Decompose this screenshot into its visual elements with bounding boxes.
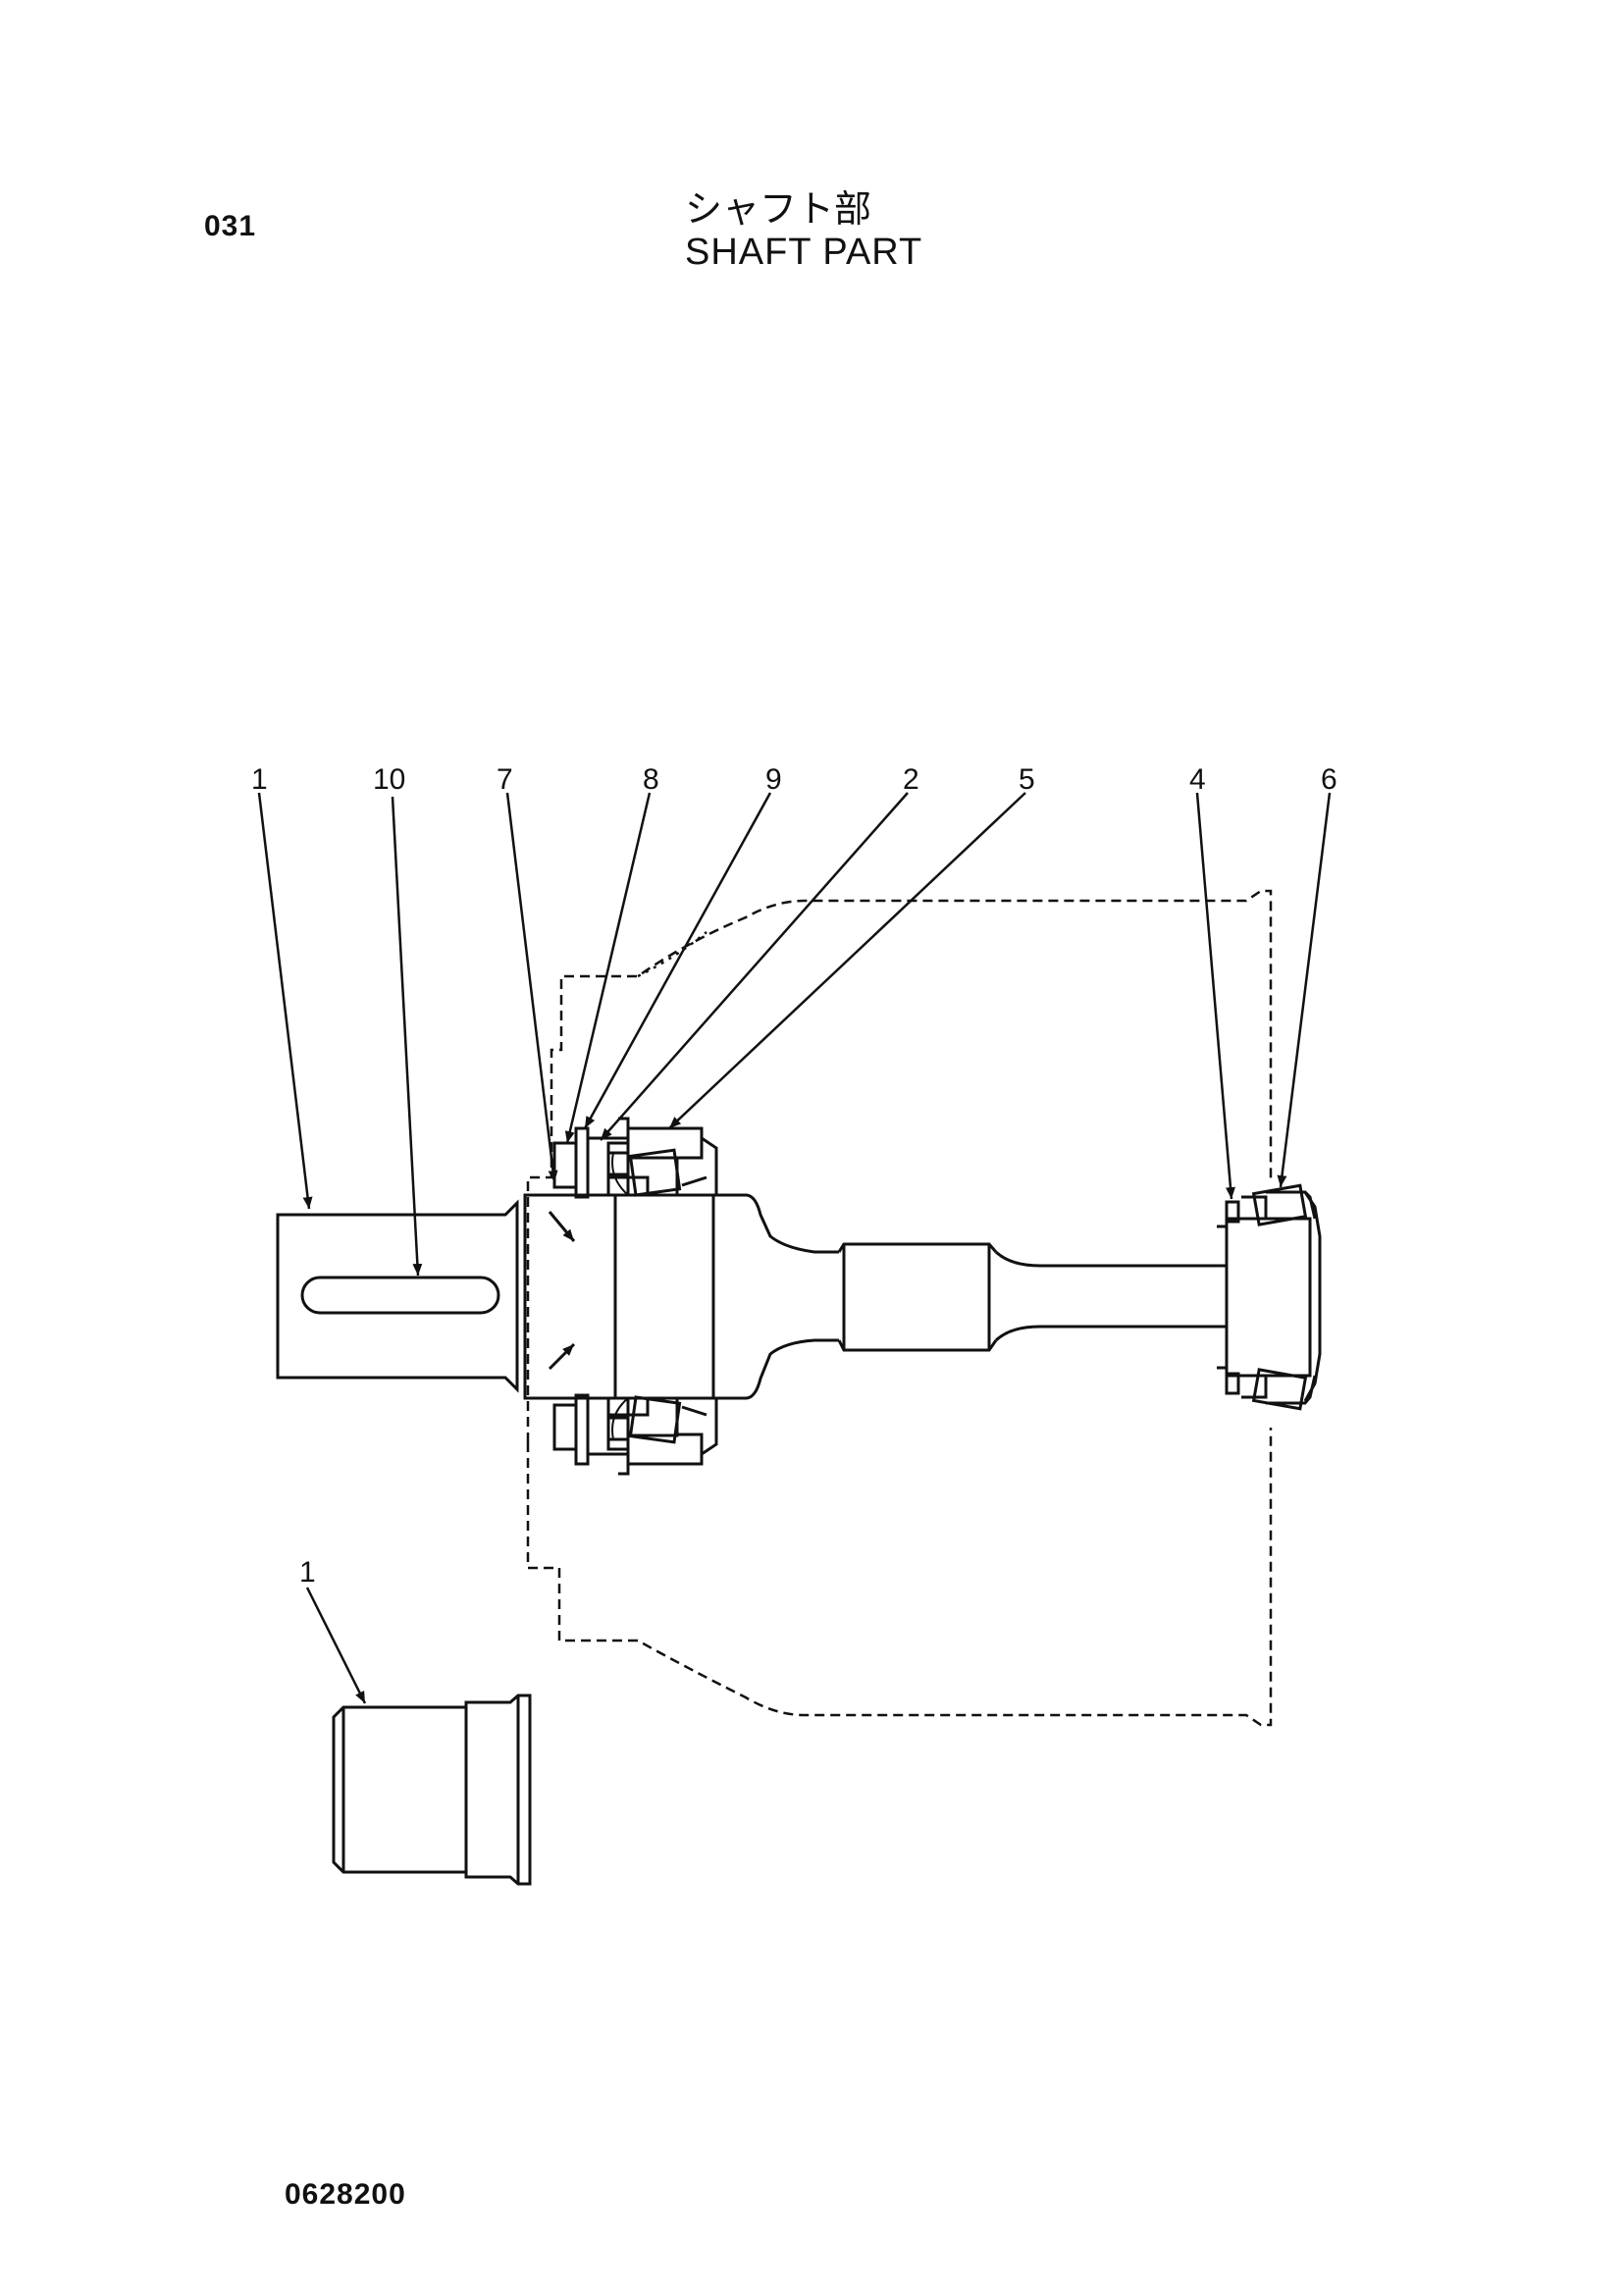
callout-8: 8 xyxy=(643,763,659,796)
callout-2: 2 xyxy=(903,763,919,796)
left-bearing-assembly xyxy=(548,1117,718,1476)
right-bearing-assembly xyxy=(1225,1183,1322,1411)
title-japanese: シャフト部 xyxy=(685,187,872,231)
housing-outline xyxy=(526,889,1273,1727)
leader-6 xyxy=(1277,792,1332,1188)
title-english: SHAFT PART xyxy=(685,231,923,273)
title-block: シャフト部 SHAFT PART xyxy=(685,187,923,274)
callout-1: 1 xyxy=(251,763,268,796)
callout-10: 10 xyxy=(373,763,405,796)
callout-5: 5 xyxy=(1019,763,1035,796)
shaft xyxy=(276,1193,1312,1400)
leader-9 xyxy=(583,792,772,1129)
sleeve-part xyxy=(332,1694,532,1886)
leader-4 xyxy=(1195,792,1235,1200)
leader-8 xyxy=(564,792,652,1144)
callout-9: 9 xyxy=(765,763,782,796)
callout-6: 6 xyxy=(1321,763,1337,796)
key-slot xyxy=(300,1276,500,1315)
leader-5 xyxy=(668,792,1026,1129)
callout-1-sleeve: 1 xyxy=(299,1556,316,1589)
leader-10 xyxy=(391,796,423,1277)
callout-4: 4 xyxy=(1189,763,1206,796)
callout-leaders xyxy=(257,792,1332,1704)
page-number: 031 xyxy=(204,210,257,242)
leader-1 xyxy=(257,792,313,1210)
leader-2 xyxy=(600,792,909,1141)
leader-7 xyxy=(505,792,558,1183)
drawing-code: 0628200 xyxy=(285,2178,406,2211)
leader-1-sleeve xyxy=(305,1587,367,1704)
callout-labels: 1 10 7 8 9 2 5 4 6 1 xyxy=(251,763,1337,1589)
callout-7: 7 xyxy=(497,763,513,796)
